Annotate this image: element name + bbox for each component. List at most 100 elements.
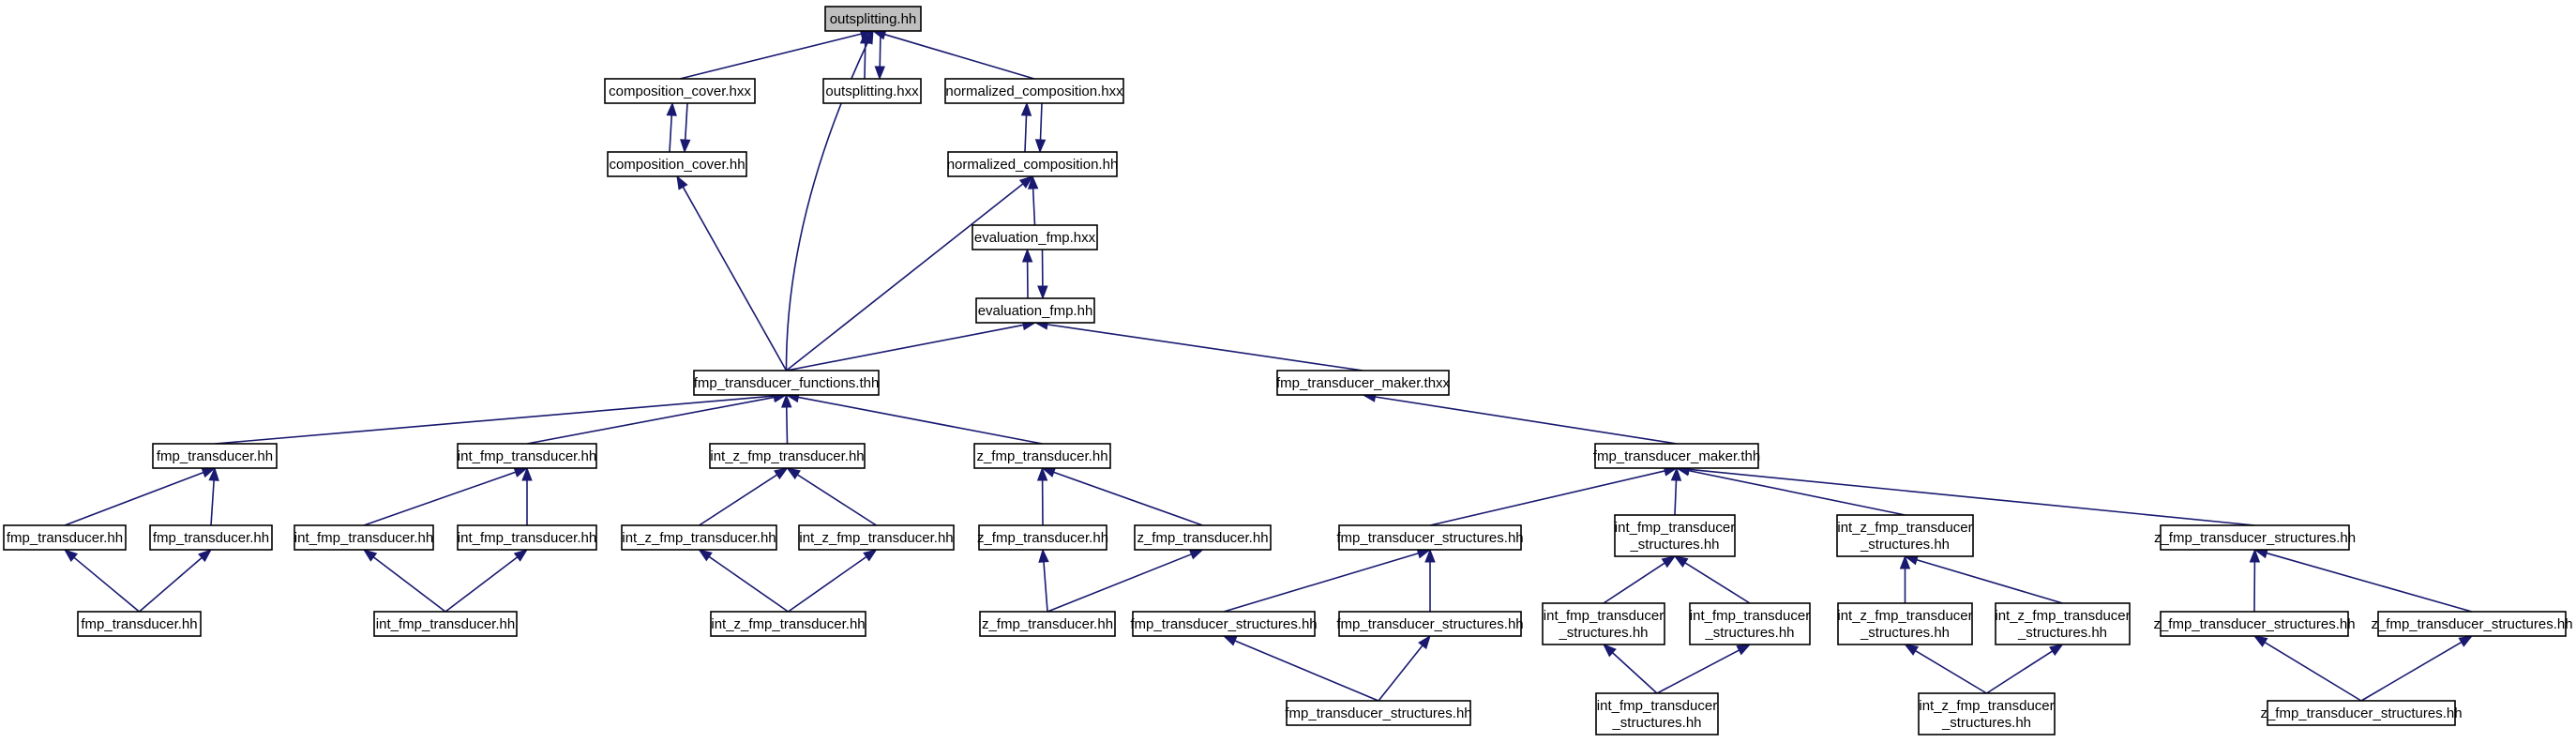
graph-node-n26[interactable]: int_z_fmp_transducer.hh (710, 611, 866, 637)
node-box[interactable] (973, 443, 1111, 469)
node-box[interactable] (294, 524, 434, 551)
node-box[interactable] (373, 611, 518, 637)
node-box[interactable] (709, 443, 866, 469)
graph-node-n19[interactable]: int_fmp_transducer.hh (457, 524, 597, 551)
node-box[interactable] (1594, 443, 1759, 469)
graph-node-n28[interactable]: fmp_transducer_structures.hh (1336, 524, 1524, 551)
node-box[interactable] (77, 611, 202, 637)
graph-node-n03[interactable]: outsplitting.hxx (822, 78, 922, 104)
graph-node-n22[interactable]: z_fmp_transducer.hh (977, 524, 1108, 551)
graph-node-n08[interactable]: evaluation_fmp.hh (975, 297, 1095, 324)
graph-node-n10[interactable]: fmp_transducer_maker.thxx (1276, 370, 1451, 396)
node-box[interactable] (1338, 611, 1522, 637)
node-box[interactable] (2160, 611, 2349, 637)
graph-node-n18[interactable]: int_fmp_transducer.hh (294, 524, 434, 551)
graph-node-n42[interactable]: int_z_fmp_transducer_structures.hh (1918, 692, 2056, 735)
node-box[interactable] (1542, 602, 1665, 645)
node-box[interactable] (824, 6, 922, 32)
node-box[interactable] (947, 151, 1118, 177)
graph-node-n14[interactable]: z_fmp_transducer.hh (973, 443, 1111, 469)
graph-node-n05[interactable]: composition_cover.hh (607, 151, 747, 177)
node-box[interactable] (2160, 524, 2350, 551)
graph-node-n43[interactable]: z_fmp_transducer_structures.hh (2260, 700, 2463, 726)
graph-node-n04[interactable]: normalized_composition.hxx (944, 78, 1124, 104)
edge-n09-to-n05 (676, 174, 788, 372)
graph-node-n36[interactable]: int_z_fmp_transducer_structures.hh (1837, 602, 1973, 645)
node-box[interactable] (978, 524, 1107, 551)
graph-node-n09[interactable]: fmp_transducer_functions.thh (693, 370, 880, 396)
arrowhead-icon (680, 139, 691, 154)
node-box[interactable] (1286, 700, 1471, 726)
node-label: int_fmp_transducer_structures.hh (1690, 608, 1810, 641)
graph-node-n38[interactable]: z_fmp_transducer_structures.hh (2153, 611, 2356, 637)
graph-node-n33[interactable]: fmp_transducer_structures.hh (1336, 611, 1524, 637)
graph-node-n40[interactable]: fmp_transducer_structures.hh (1285, 700, 1472, 726)
node-box[interactable] (1595, 692, 1719, 735)
node-box[interactable] (457, 443, 597, 469)
graph-node-n32[interactable]: fmp_transducer_structures.hh (1130, 611, 1318, 637)
graph-node-n35[interactable]: int_fmp_transducer_structures.hh (1689, 602, 1811, 645)
node-box[interactable] (621, 524, 777, 551)
node-box[interactable] (1134, 524, 1272, 551)
node-box[interactable] (1837, 602, 1973, 645)
graph-node-n15[interactable]: fmp_transducer_maker.thh (1593, 443, 1760, 469)
graph-node-n11[interactable]: fmp_transducer.hh (152, 443, 278, 469)
edge-n41-to-n34 (1602, 644, 1658, 694)
node-box[interactable] (972, 224, 1098, 250)
graph-node-n34[interactable]: int_fmp_transducer_structures.hh (1542, 602, 1665, 645)
graph-node-n07[interactable]: evaluation_fmp.hxx (972, 224, 1098, 250)
graph-node-n02[interactable]: composition_cover.hxx (604, 78, 756, 104)
graph-node-n31[interactable]: z_fmp_transducer_structures.hh (2154, 524, 2356, 551)
arrowhead-icon (1037, 285, 1048, 300)
node-box[interactable] (1995, 602, 2131, 645)
node-box[interactable] (693, 370, 880, 396)
arrowhead-icon (2249, 548, 2261, 563)
node-label: outsplitting.hh (830, 11, 917, 27)
node-box[interactable] (1918, 692, 2056, 735)
graph-node-n39[interactable]: z_fmp_transducer_structures.hh (2371, 611, 2573, 637)
graph-node-n24[interactable]: fmp_transducer.hh (77, 611, 202, 637)
node-box[interactable] (822, 78, 922, 104)
graph-node-n37[interactable]: int_z_fmp_transducer_structures.hh (1995, 602, 2131, 645)
node-label: z_fmp_transducer.hh (1137, 530, 1268, 546)
node-box[interactable] (1338, 524, 1522, 551)
graph-node-n21[interactable]: int_z_fmp_transducer.hh (798, 524, 955, 551)
edges-layer (63, 28, 2474, 702)
graph-node-n41[interactable]: int_fmp_transducer_structures.hh (1595, 692, 1719, 735)
graph-node-n12[interactable]: int_fmp_transducer.hh (457, 443, 597, 469)
node-box[interactable] (979, 611, 1116, 637)
node-box[interactable] (607, 151, 747, 177)
node-box[interactable] (975, 297, 1095, 324)
node-box[interactable] (944, 78, 1124, 104)
arrowhead-icon (1899, 554, 1911, 569)
node-box[interactable] (1276, 370, 1450, 396)
graph-node-n06[interactable]: normalized_composition.hh (947, 151, 1119, 177)
node-box[interactable] (798, 524, 955, 551)
graph-node-n29[interactable]: int_fmp_transducer_structures.hh (1614, 514, 1736, 557)
node-box[interactable] (457, 524, 597, 551)
node-box[interactable] (149, 524, 273, 551)
node-box[interactable] (2377, 611, 2567, 637)
node-box[interactable] (3, 524, 127, 551)
graph-node-n27[interactable]: z_fmp_transducer.hh (979, 611, 1116, 637)
graph-node-n23[interactable]: z_fmp_transducer.hh (1134, 524, 1272, 551)
graph-node-n13[interactable]: int_z_fmp_transducer.hh (709, 443, 866, 469)
node-box[interactable] (152, 443, 278, 469)
arrowhead-icon (698, 549, 713, 562)
graph-node-n30[interactable]: int_z_fmp_transducer_structures.hh (1836, 514, 1974, 557)
node-box[interactable] (1614, 514, 1736, 557)
node-box[interactable] (1689, 602, 1811, 645)
graph-node-n25[interactable]: int_fmp_transducer.hh (373, 611, 518, 637)
node-box[interactable] (2267, 700, 2456, 726)
node-box[interactable] (1836, 514, 1974, 557)
graph-node-n17[interactable]: fmp_transducer.hh (149, 524, 273, 551)
node-box[interactable] (710, 611, 866, 637)
edge-n15-to-n10 (1362, 391, 1678, 445)
node-box[interactable] (1132, 611, 1316, 637)
arrowhead-icon (1670, 466, 1682, 481)
graph-node-n16[interactable]: fmp_transducer.hh (3, 524, 127, 551)
graph-node-n20[interactable]: int_z_fmp_transducer.hh (621, 524, 777, 551)
edge-n30-to-n15 (1675, 465, 1906, 516)
graph-node-n01[interactable]: outsplitting.hh (824, 6, 922, 32)
node-box[interactable] (604, 78, 756, 104)
